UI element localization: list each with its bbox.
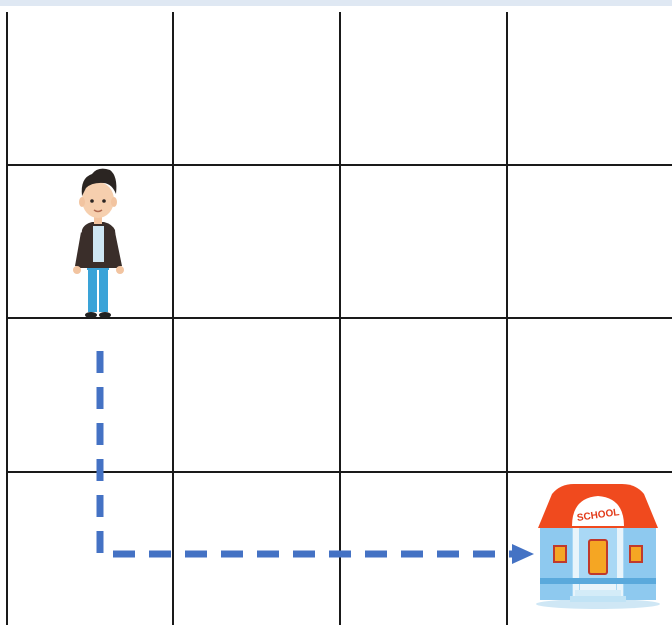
school-window-left: [554, 546, 566, 562]
route-arrowhead: [512, 544, 534, 564]
school-pillar-2: [617, 528, 623, 598]
boy-shirt: [93, 226, 104, 262]
school-door: [589, 540, 607, 574]
school-step-3: [570, 596, 626, 602]
grid-diagram: SCHOOL: [0, 6, 672, 625]
school-base-band: [540, 578, 656, 584]
boy-leg-left: [88, 264, 97, 312]
route-line: [100, 351, 515, 554]
school-window-right: [630, 546, 642, 562]
boy-eye-left: [90, 199, 94, 203]
school-building-icon: SCHOOL: [536, 484, 660, 609]
boy-shoe-right: [99, 312, 111, 318]
boy-hand-left: [73, 266, 81, 274]
boy-ear-right: [111, 197, 117, 207]
school-step-1: [580, 584, 616, 590]
school-step-2: [575, 590, 621, 596]
boy-eye-right: [102, 199, 106, 203]
school-pillar-1: [573, 528, 579, 598]
boy-leg-right: [99, 264, 108, 312]
boy-hand-right: [116, 266, 124, 274]
boy-ear-left: [79, 197, 85, 207]
boy-icon: [73, 169, 124, 318]
route-path: [100, 351, 534, 564]
boy-face: [82, 182, 114, 218]
boy-shoe-left: [85, 312, 97, 318]
